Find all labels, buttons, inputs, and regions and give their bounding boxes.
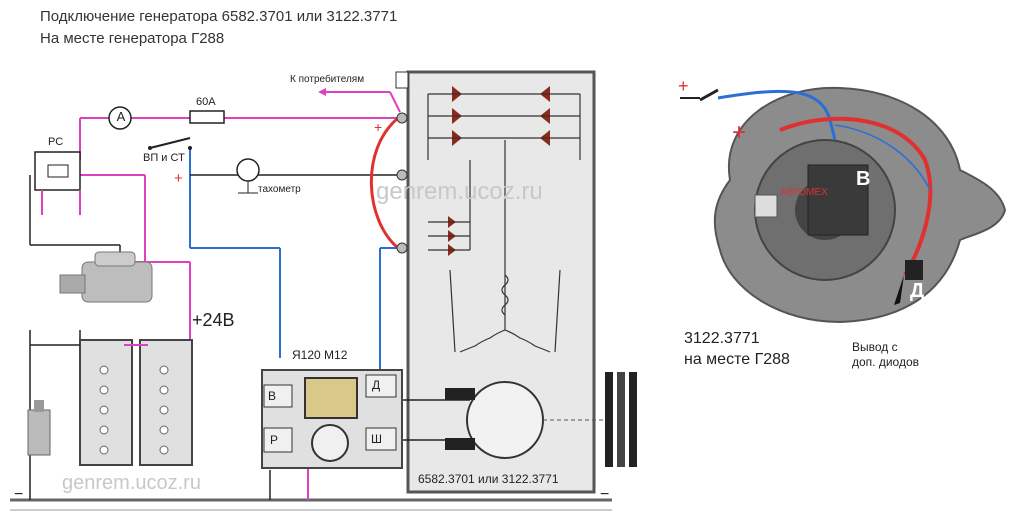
watermark-top: genrem.ucoz.ru [376, 178, 543, 205]
consumers-arrow [318, 88, 326, 96]
terminal-sh-label: Ш [371, 432, 382, 446]
ammeter-label: A [116, 109, 126, 124]
ground-minus-right: − [600, 486, 610, 503]
fuse-label: 60A [196, 96, 216, 108]
photo-note-line1: Вывод с [852, 340, 898, 354]
svg-text:АВТОМЕХ: АВТОМЕХ [780, 187, 828, 198]
red-bridge-wire [369, 116, 399, 250]
alternator-model-label: 6582.3701 или 3122.3771 [418, 472, 559, 486]
svg-text:+: + [678, 76, 689, 96]
terminal-w [396, 169, 408, 181]
plus-red-label: + [174, 170, 183, 187]
tachometer-label: тахометр [258, 184, 301, 195]
ground-minus-left: − [14, 486, 24, 503]
battery-2-icon [139, 339, 193, 466]
distributor-icon [27, 400, 51, 456]
terminal-d [396, 242, 408, 254]
consumers-label: К потребителям [290, 74, 365, 85]
rotor-icon [466, 381, 544, 459]
capacitor-icon [395, 71, 409, 89]
watermark-bottom: genrem.ucoz.ru [62, 472, 201, 494]
tachometer-icon [236, 158, 260, 182]
svg-text:+: + [732, 119, 746, 146]
photo-note-line2: доп. диодов [852, 355, 920, 369]
terminal-r-label: Р [270, 433, 279, 447]
battery-1-icon [79, 339, 133, 466]
photo-caption-line2: на месте Г288 [684, 351, 790, 368]
fuse-icon [189, 110, 225, 124]
blue-wires [189, 148, 400, 385]
rectifier-lines [427, 93, 581, 353]
starter-icon [59, 251, 153, 303]
alternator-photo: + + АВТОМЕХ [678, 76, 1007, 324]
regulator-label: Я120 М12 [292, 348, 348, 362]
ammeter-icon [108, 106, 132, 130]
photo-caption-line1: 3122.3771 [684, 330, 760, 347]
pulley-icon [605, 372, 637, 467]
relay-label: РС [48, 136, 64, 148]
wiring-diagram: + [10, 70, 637, 511]
brush-bottom [445, 438, 475, 450]
terminal-plus [396, 112, 408, 124]
regulator-block [261, 369, 403, 469]
switch-icon [149, 137, 191, 149]
terminal-v-label: В [268, 389, 277, 403]
photo-terminal-d: Д [910, 280, 925, 302]
photo-terminal-b: В [856, 168, 871, 190]
title-line-2: На месте генератора Г288 [40, 30, 225, 47]
switch-label: ВП и СТ [143, 152, 185, 164]
brush-top [445, 388, 475, 400]
red-plus-mark: + [374, 119, 382, 135]
battery-voltage-label: +24В [192, 310, 235, 330]
terminal-d-label: Д [372, 378, 381, 392]
title-line-1: Подключение генератора 6582.3701 или 312… [40, 8, 398, 25]
